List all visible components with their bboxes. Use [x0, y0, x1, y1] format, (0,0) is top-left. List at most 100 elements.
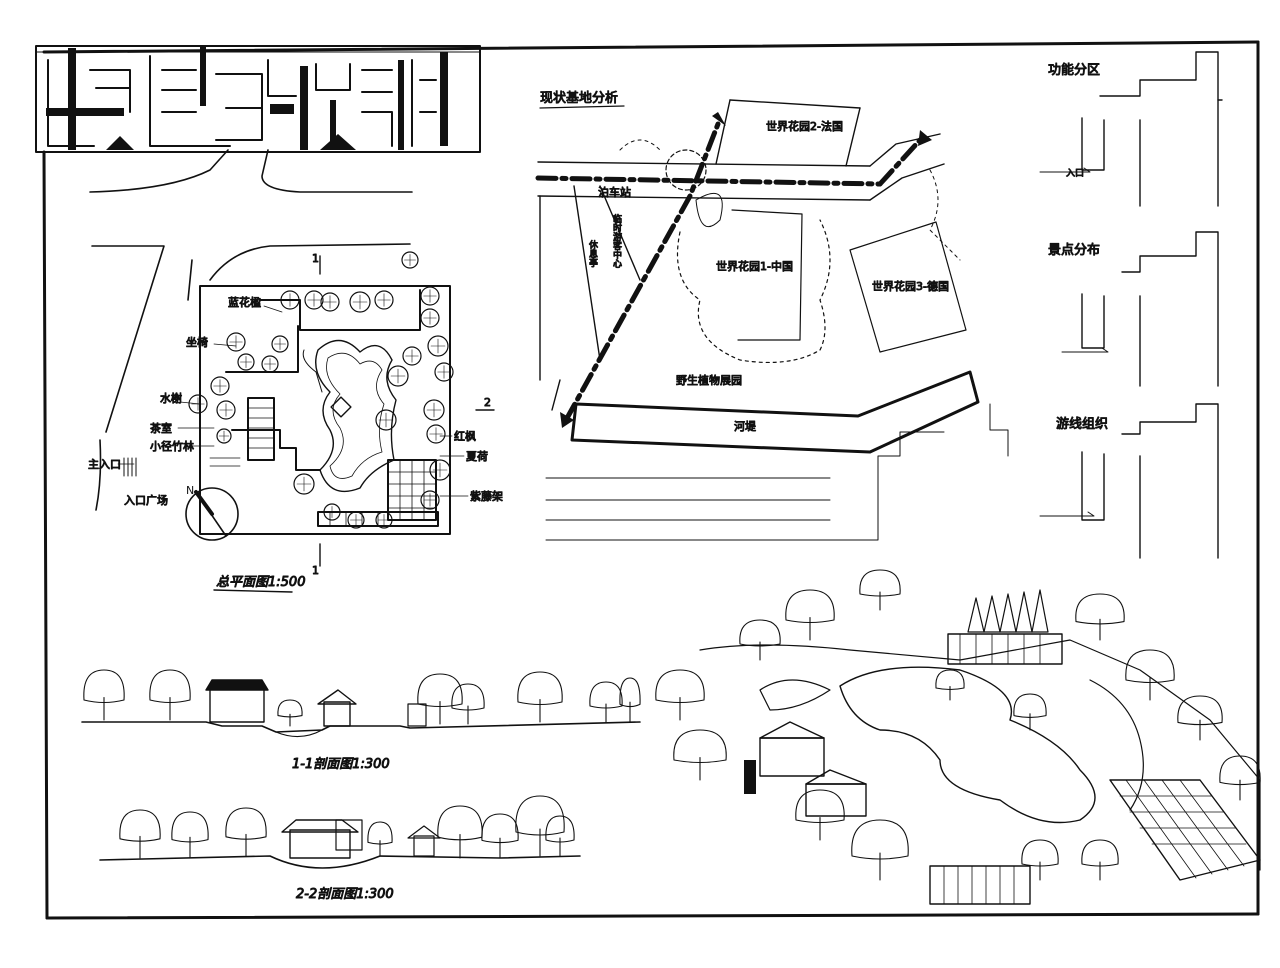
views-title: 景点分布 [1048, 243, 1100, 258]
tree-symbol [401, 251, 419, 269]
section-mark-top: 1 [312, 252, 319, 265]
label-garden-china: 世界花园1-中国 [716, 260, 793, 273]
tree-elevation [481, 813, 519, 859]
section-2-trees [119, 795, 575, 859]
tree-symbol [420, 490, 440, 510]
plan-entry-steps [123, 457, 137, 477]
conifers [967, 589, 1049, 633]
tree-symbol [429, 459, 451, 481]
label-entry-plaza: 入口广场 [124, 493, 168, 507]
sheet-frame [42, 40, 1260, 920]
tree-symbol [216, 400, 236, 420]
label-seat: 坐椅 [186, 335, 208, 349]
site-plots [676, 192, 967, 364]
tree-elevation [1013, 693, 1047, 731]
label-center: 临时游客中心 [611, 213, 622, 268]
tree-symbol [426, 424, 446, 444]
label-main-entry: 主入口 [88, 458, 121, 471]
diagram-route [1039, 403, 1219, 559]
tree-elevation [367, 821, 393, 857]
tree-symbol [261, 355, 279, 373]
diagram-views [1061, 231, 1219, 387]
tree-elevation [935, 669, 965, 701]
title-underline [539, 105, 625, 109]
tree-symbol [320, 292, 340, 312]
label-waterside: 水榭 [160, 391, 182, 405]
tree-elevation [1021, 839, 1059, 881]
section-2-2 [99, 795, 581, 869]
label-garden-france: 世界花园2-法国 [766, 119, 843, 133]
tree-elevation [1081, 839, 1119, 881]
site-roads [537, 99, 945, 411]
tree-elevation [277, 699, 303, 727]
label-lotus: 夏荷 [466, 450, 488, 463]
tree-elevation [119, 809, 161, 859]
tree-symbol [349, 291, 371, 313]
site-levee [570, 370, 980, 454]
tree-symbol [323, 503, 341, 521]
label-tea-room: 茶室 [150, 421, 172, 435]
tree-elevation [655, 669, 705, 721]
tree-elevation [619, 677, 641, 723]
plan-leaders [117, 305, 469, 497]
tree-elevation [171, 811, 209, 859]
title-block [35, 45, 481, 153]
section-1-trees [83, 669, 641, 727]
tree-symbol [237, 353, 255, 371]
site-hatch [545, 403, 1009, 541]
tree-elevation [515, 795, 565, 857]
svg-text:N: N [186, 484, 194, 497]
tree-symbol [402, 346, 422, 366]
tree-symbol [375, 409, 397, 431]
plan-paving [209, 407, 437, 527]
section-1-1 [81, 669, 641, 738]
tree-symbol [210, 376, 230, 396]
label-rest: 休息亭 [587, 239, 598, 267]
tree-elevation [673, 729, 727, 781]
tree-symbol [434, 362, 454, 382]
tree-elevation [83, 669, 125, 721]
tree-elevation [1125, 649, 1175, 701]
tree-symbol [387, 365, 409, 387]
label-garden-germany: 世界花园3-德国 [872, 279, 949, 293]
tree-symbol [347, 511, 365, 529]
site-analysis-title: 现状基地分析 [540, 91, 618, 106]
node-marker [665, 149, 707, 191]
site-arrows [560, 112, 932, 428]
north-arrow-icon: N [185, 484, 239, 541]
label-pergola: 紫藤架 [470, 490, 503, 503]
tree-symbol [271, 335, 289, 353]
tree-symbol [216, 428, 232, 444]
tree-symbol [427, 335, 449, 357]
tree-symbol [304, 290, 324, 310]
tree-elevation [225, 807, 267, 857]
zoning-entry-tag: 入口 [1066, 168, 1084, 179]
tree-symbol [420, 286, 440, 306]
tree-elevation [1177, 695, 1223, 741]
site-analysis: 现状基地分析 [535, 91, 1009, 541]
tree-elevation [739, 619, 781, 661]
caption-section-2: 2-2剖面图1:300 [296, 887, 394, 902]
tree-symbol [374, 290, 394, 310]
route-title: 游线组织 [1056, 417, 1108, 432]
tree-elevation [545, 815, 575, 857]
tree-elevation [149, 669, 191, 721]
tree-symbol [280, 290, 300, 310]
section-mark-right: 2 [484, 396, 491, 409]
aerial-trees [655, 569, 1261, 881]
aerial-perspective [655, 569, 1261, 905]
tree-elevation [795, 789, 845, 841]
plan-pond [302, 339, 397, 493]
tree-symbol [423, 399, 445, 421]
plan-roads [89, 149, 413, 511]
tree-symbol [420, 308, 440, 328]
tree-elevation [851, 819, 909, 881]
tree-symbol [293, 473, 315, 495]
master-plan: 1 1 2 N 蓝花楹 坐椅 水榭 茶室 小径竹林 [88, 149, 504, 593]
caption-underline [213, 589, 293, 593]
label-bamboo: 小径竹林 [150, 439, 194, 453]
tree-elevation [417, 673, 463, 725]
tree-elevation [859, 569, 901, 611]
diagram-zoning [1039, 51, 1223, 207]
tree-elevation [1219, 755, 1261, 801]
